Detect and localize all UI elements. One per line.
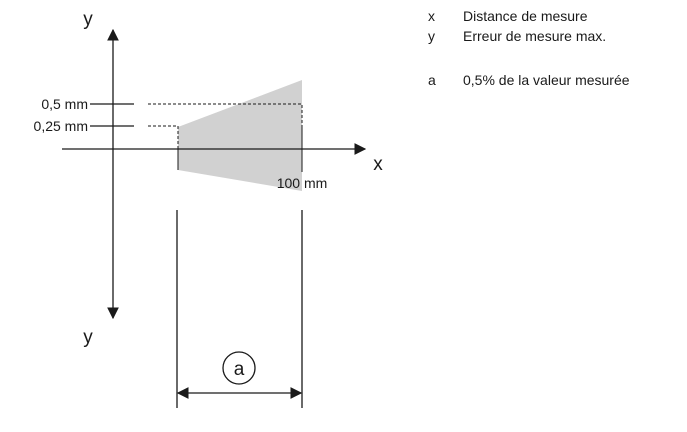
legend-key: a bbox=[428, 72, 436, 88]
dashed-guide-lower bbox=[148, 125, 179, 149]
legend-item-y: y Erreur de mesure max. bbox=[428, 26, 683, 46]
dimension-circle bbox=[222, 351, 256, 385]
y-axis-label-top: y bbox=[83, 9, 93, 30]
legend-spacer bbox=[428, 46, 683, 70]
legend-key: x bbox=[428, 8, 435, 24]
tick-label-upper: 0,5 mm bbox=[41, 96, 88, 112]
dashed-guide-upper bbox=[148, 103, 303, 127]
legend-text: Erreur de mesure max. bbox=[463, 28, 607, 44]
tick-label-lower: 0,25 mm bbox=[34, 118, 88, 134]
dimension-label: a bbox=[234, 359, 245, 380]
y-axis-label-bottom: y bbox=[83, 327, 93, 348]
tick-label-x-end: 100 mm bbox=[277, 175, 328, 191]
legend-item-a: a 0,5% de la valeur mesurée bbox=[428, 70, 683, 90]
legend-item-x: x Distance de mesure bbox=[428, 6, 683, 26]
legend-key: y bbox=[428, 28, 435, 44]
legend: x Distance de mesure y Erreur de mesure … bbox=[428, 6, 683, 90]
error-envelope-area bbox=[178, 80, 302, 191]
legend-text: 0,5% de la valeur mesurée bbox=[463, 72, 630, 88]
legend-text: Distance de mesure bbox=[463, 8, 588, 24]
x-axis-label: x bbox=[373, 154, 383, 175]
